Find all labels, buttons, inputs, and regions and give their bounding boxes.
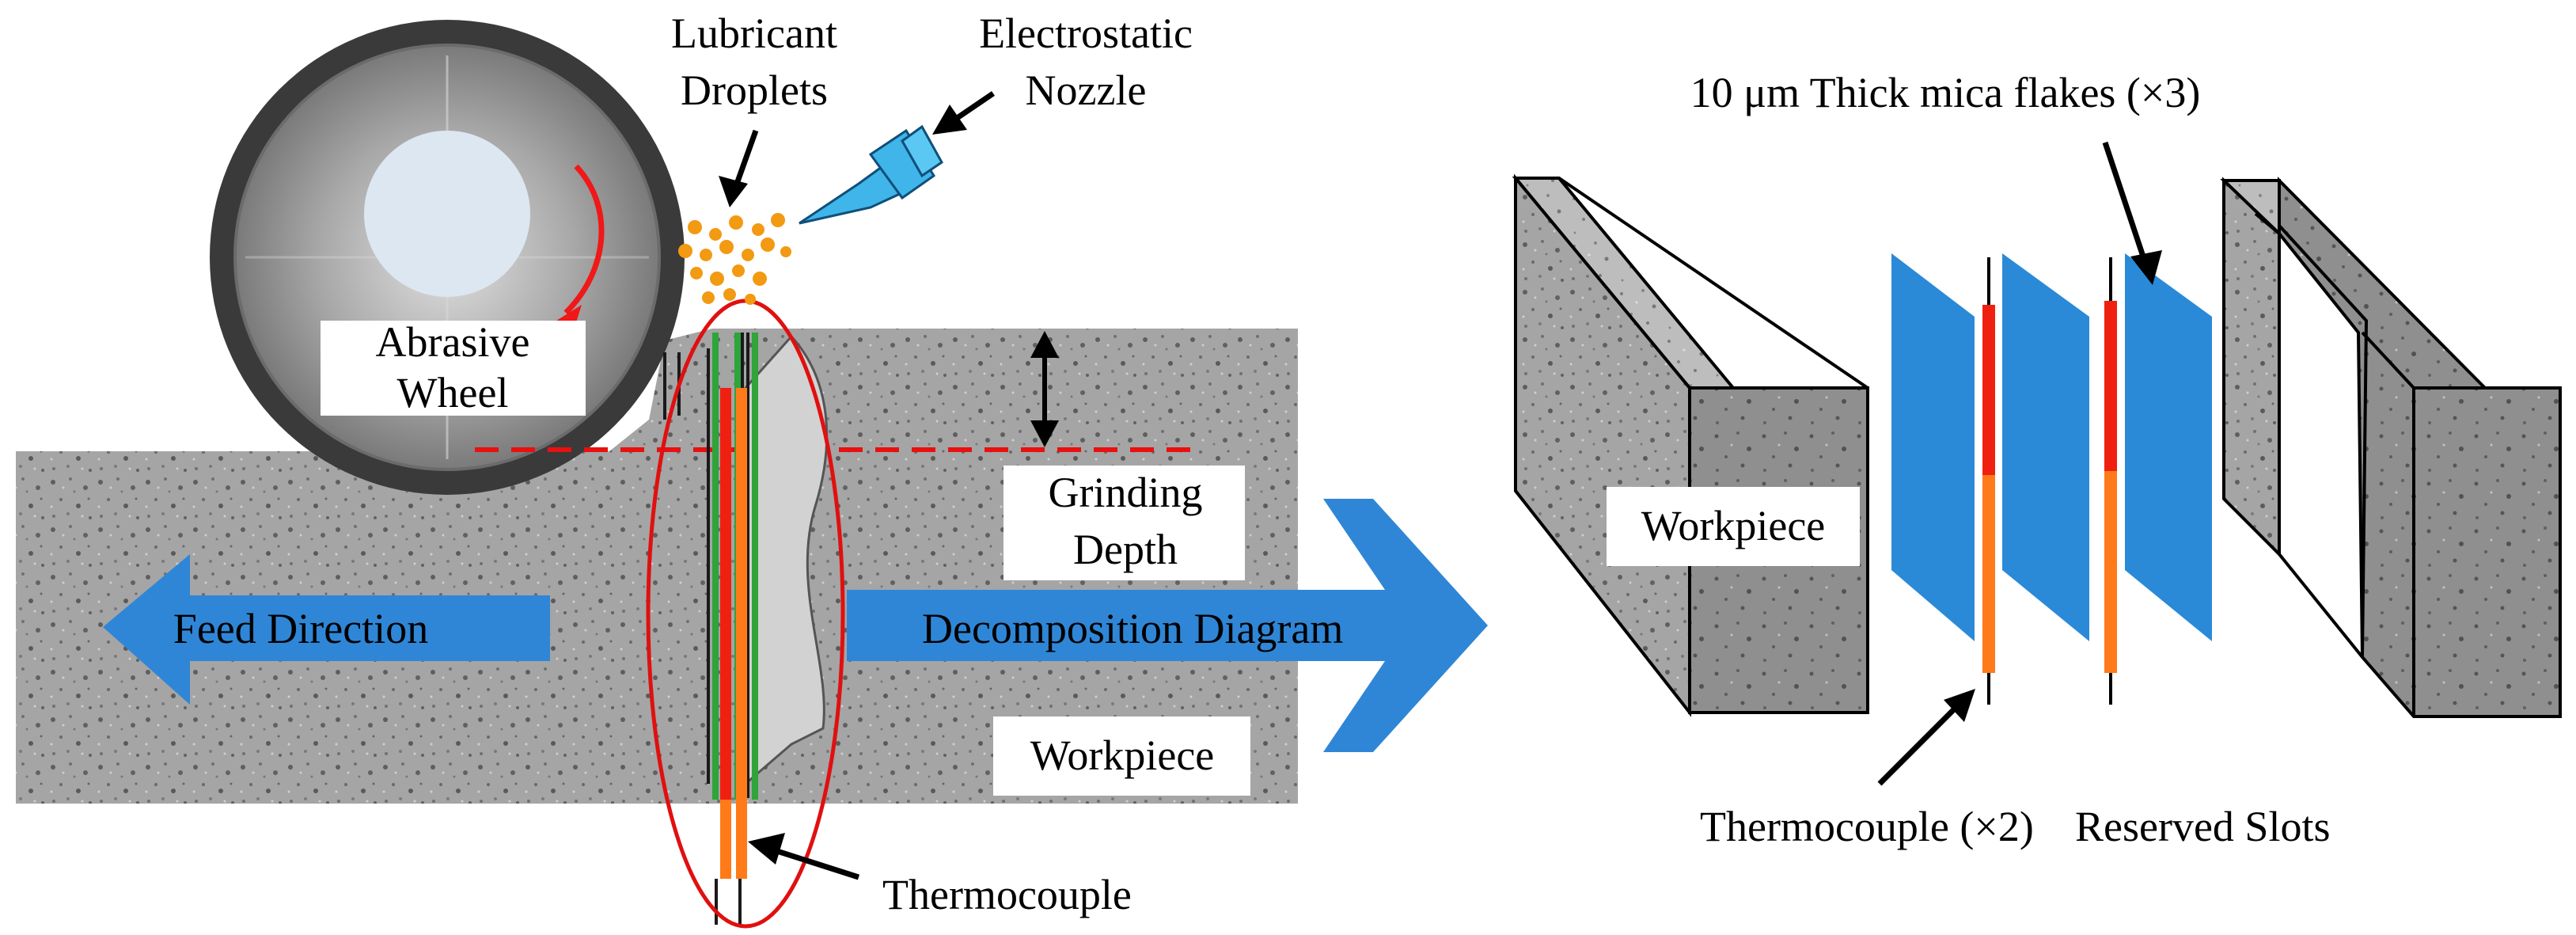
lubricant-pointer <box>733 129 759 188</box>
thermocouple-label-right: Thermocouple (×2) <box>1700 803 2034 850</box>
mica-label: 10 μm Thick mica flakes (×3) <box>1690 69 2201 116</box>
workpiece-block-right-a: Workpiece <box>1512 173 1869 717</box>
nozzle-pointer <box>952 91 995 123</box>
thermocouple-right-1 <box>1982 257 1995 705</box>
mica-pointer <box>2102 141 2148 263</box>
rotation-arrow <box>563 164 605 315</box>
mica-layer-3 <box>752 333 758 800</box>
decomposition-arrow: Decomposition Diagram <box>847 499 1488 752</box>
thermocouple-right-2 <box>2104 257 2117 705</box>
abrasive-wheel-label-line2: Wheel <box>397 369 509 416</box>
wheel-hub <box>364 131 530 297</box>
lubricant-droplets <box>678 213 791 305</box>
thermocouple-label-left: Thermocouple <box>882 871 1132 918</box>
thermocouple-wire-c <box>736 388 747 879</box>
abrasive-wheel: Abrasive Wheel <box>210 20 685 495</box>
mica-layer-1 <box>712 333 719 800</box>
grinding-setup-panel: Abrasive Wheel Grinding Depth Feed Direc… <box>16 10 1298 929</box>
nozzle-label-line1: Electrostatic <box>979 10 1193 57</box>
workpiece-block-left <box>16 329 1298 804</box>
lubricant-label-line2: Droplets <box>681 67 828 114</box>
thermocouple-wire-a <box>720 388 731 800</box>
mica-flake-1 <box>1891 253 1975 641</box>
feed-direction-arrow: Feed Direction <box>103 554 550 705</box>
thermocouple-wire-b <box>720 800 731 879</box>
grinding-depth-arrow <box>1030 331 1059 447</box>
mica-flake-3 <box>2125 253 2212 641</box>
lubricant-label-line1: Lubricant <box>671 10 837 57</box>
thermocouple-insert <box>663 333 829 925</box>
workpiece-block-right-b <box>2220 177 2562 718</box>
decomposition-label: Decomposition Diagram <box>922 605 1343 652</box>
abrasive-wheel-label-line1: Abrasive <box>376 318 530 366</box>
reserved-slots-label: Reserved Slots <box>2075 803 2330 850</box>
workpiece-label-right: Workpiece <box>1641 502 1826 549</box>
nozzle-label-line2: Nozzle <box>1026 67 1147 114</box>
feed-direction-label: Feed Direction <box>173 605 428 652</box>
slot-cutout <box>744 334 829 787</box>
exploded-view-panel: Workpiece 10 μm Thick mi <box>1512 69 2562 850</box>
mica-flake-2 <box>2002 253 2089 641</box>
grinding-depth-label-line2: Depth <box>1073 526 1178 573</box>
thermocouple-pointer-right <box>1877 706 1957 786</box>
grinding-depth-label-line1: Grinding <box>1049 469 1203 516</box>
electrostatic-nozzle <box>799 124 943 225</box>
workpiece-label-left: Workpiece <box>1030 732 1215 779</box>
